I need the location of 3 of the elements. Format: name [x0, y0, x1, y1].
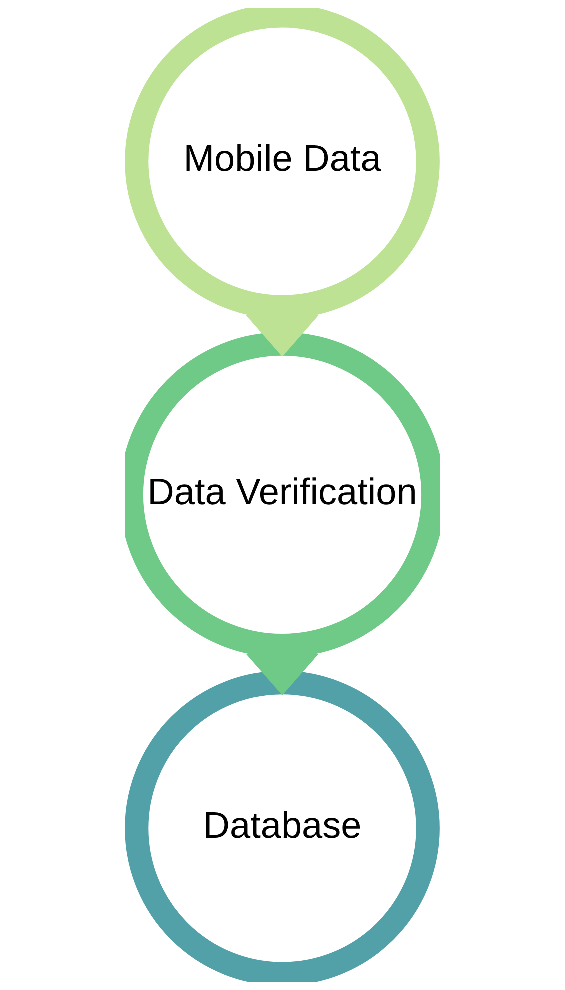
arrow: [246, 316, 319, 357]
node-circle: Database: [125, 671, 440, 982]
arrow: [246, 654, 319, 696]
